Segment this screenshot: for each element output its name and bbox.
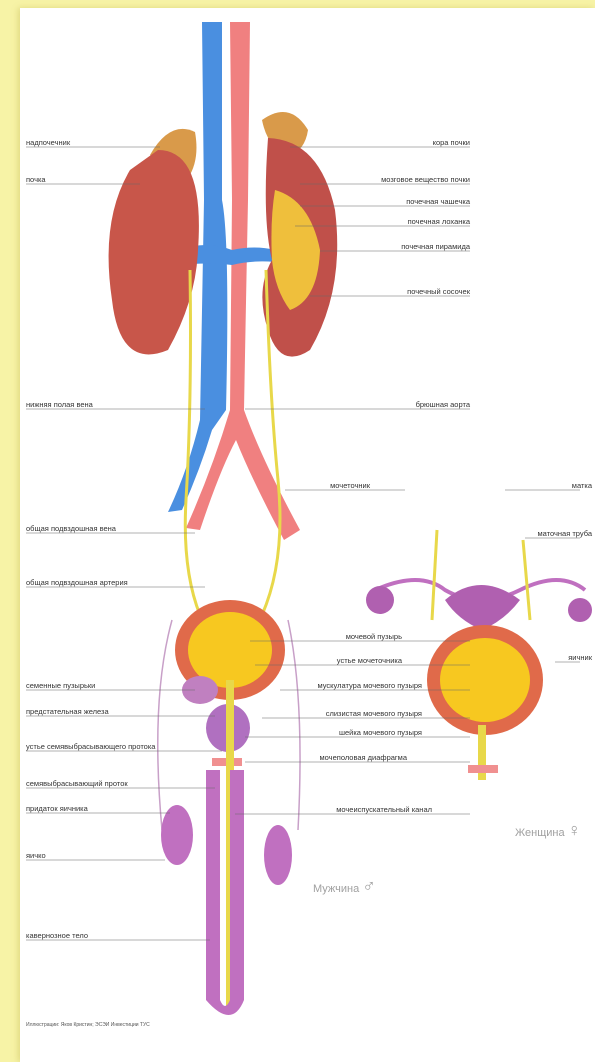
label-bladder-mucosa: слизистая мочевого пузыря xyxy=(326,709,422,718)
label-ejac-orifice: устье семявыбрасывающего протока xyxy=(26,742,155,751)
label-prostate: предстательная железа xyxy=(26,707,109,716)
label-pelvis: почечная лоханка xyxy=(408,217,470,226)
label-bladder-muscle: мускулатура мочевого пузыря xyxy=(317,681,422,690)
label-ureter: мочеточник xyxy=(330,481,370,490)
ovary-left xyxy=(366,586,394,614)
label-adrenal: надпочечник xyxy=(26,138,70,147)
label-medulla: мозговое вещество почки xyxy=(381,175,470,184)
bladder-female-inner xyxy=(440,638,530,722)
illustration-credit: Иллюстрации: Яков Кристин; ЭСЭИ Инвестиц… xyxy=(26,1022,150,1028)
uterus xyxy=(445,585,520,630)
label-diaphragm: мочеполовая диафрагма xyxy=(320,753,407,762)
label-ureter-orifice: устье мочеточника xyxy=(337,656,402,665)
label-cortex: кора почки xyxy=(433,138,470,147)
testis-right xyxy=(264,825,292,885)
label-tube: маточная труба xyxy=(537,529,592,538)
label-uterus: матка xyxy=(572,481,592,490)
label-ivc: нижняя полая вена xyxy=(26,400,93,409)
label-epididymis: придаток яичника xyxy=(26,804,88,813)
label-kidney: почка xyxy=(26,175,46,184)
genital-diaphragm-female xyxy=(468,765,498,773)
label-ovary: яичник xyxy=(568,653,592,662)
label-testis: яичко xyxy=(26,851,46,860)
female-caption-text: Женщина xyxy=(515,827,565,839)
label-papilla: почечный сосочек xyxy=(407,287,470,296)
male-caption-text: Мужчина xyxy=(313,883,359,895)
label-iliac-artery: общая подвздошная артерия xyxy=(26,578,128,587)
label-calyx: почечная чашечка xyxy=(406,197,470,206)
testis-left xyxy=(161,805,193,865)
female-symbol-icon: ♀ xyxy=(568,820,582,840)
kidney-left xyxy=(109,150,199,354)
label-aorta: брюшная аорта xyxy=(416,400,470,409)
label-iliac-vein: общая подвздошная вена xyxy=(26,524,116,533)
label-cavernous: кавернозное тело xyxy=(26,931,88,940)
label-urethra: мочеиспускательный канал xyxy=(336,805,432,814)
penis xyxy=(206,770,244,1015)
label-pyramid: почечная пирамида xyxy=(401,242,470,251)
label-seminal-vesicles: семенные пузырьки xyxy=(26,681,95,690)
female-caption: Женщина ♀ xyxy=(515,820,581,841)
label-bladder: мочевой пузырь xyxy=(346,632,402,641)
label-ejac-duct: семявыбрасывающий проток xyxy=(26,779,128,788)
male-caption: Мужчина ♂ xyxy=(313,876,376,897)
male-symbol-icon: ♂ xyxy=(362,876,376,896)
ovary-right xyxy=(568,598,592,622)
label-bladder-neck: шейка мочевого пузыря xyxy=(339,728,422,737)
